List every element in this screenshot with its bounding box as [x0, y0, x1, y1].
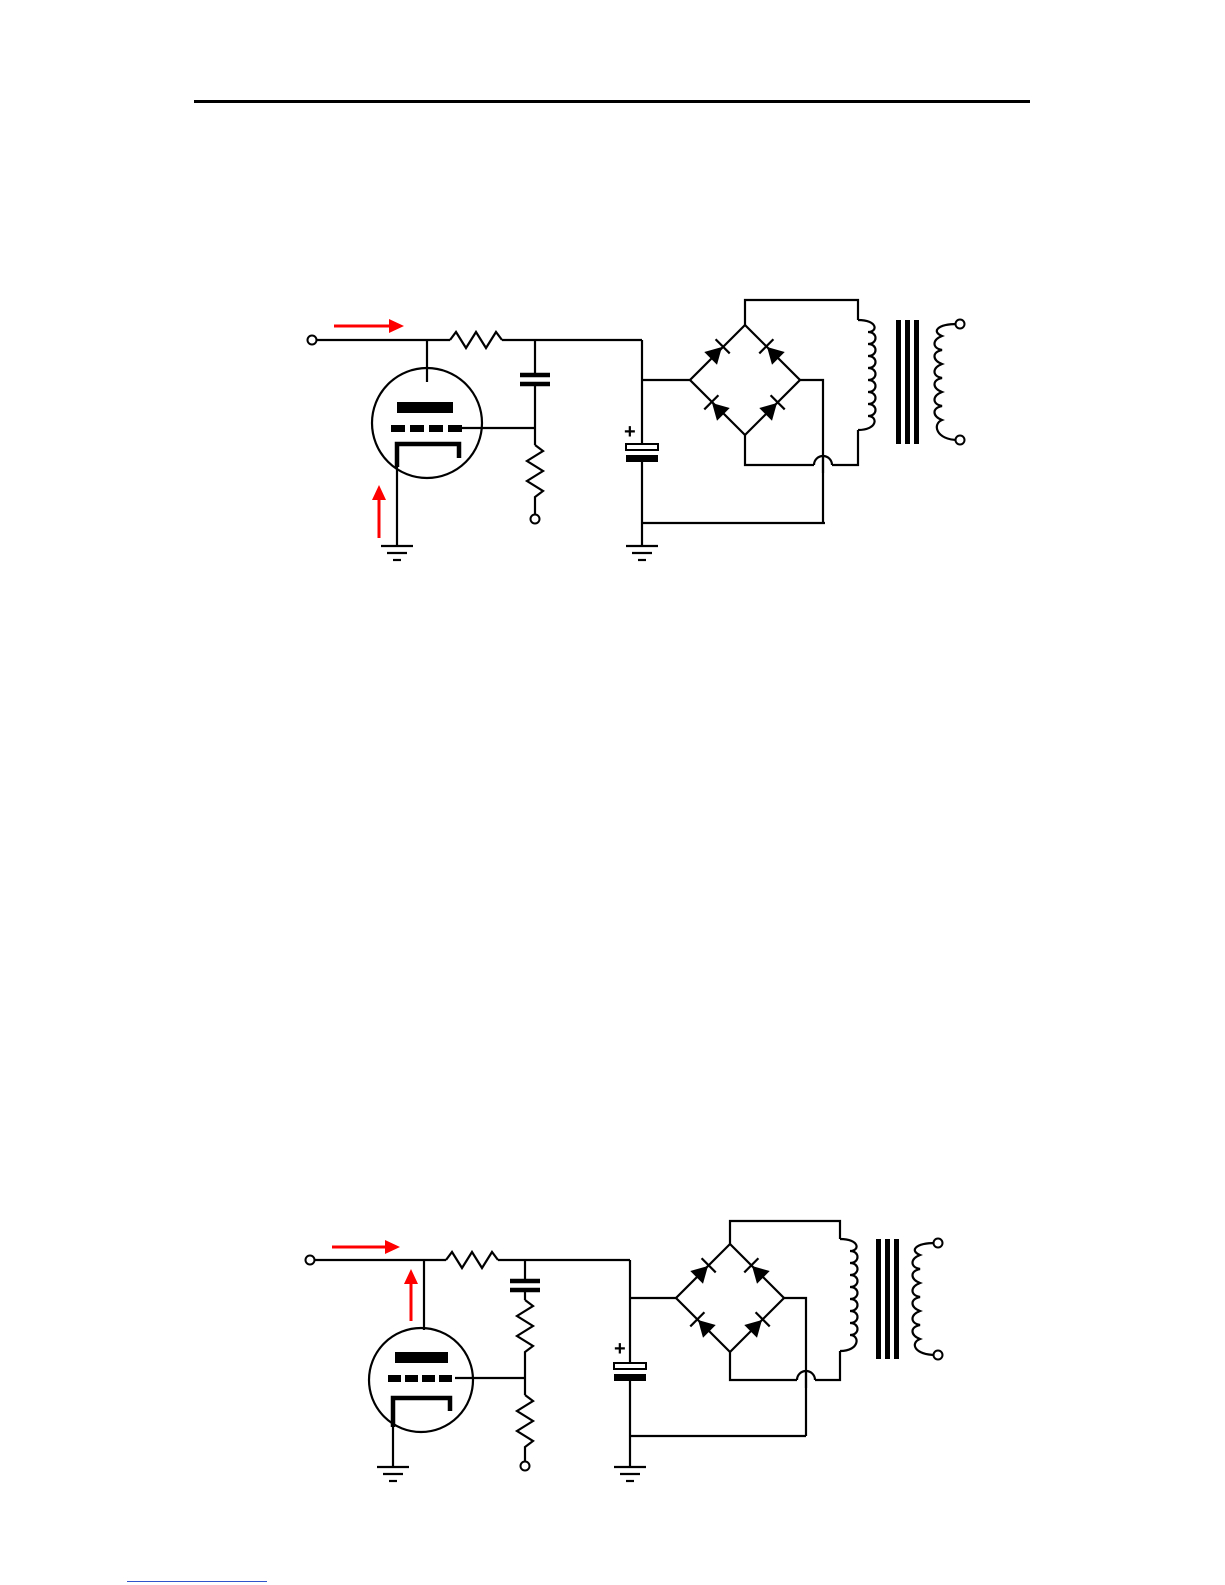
- arrow-cathode-up: [372, 485, 386, 538]
- ground-left: [377, 1467, 409, 1481]
- divider-resistor-bottom: [517, 1395, 533, 1461]
- bridge-rectifier: [690, 325, 800, 435]
- transformer: [858, 320, 965, 445]
- header-rule: [194, 100, 1030, 103]
- series-resistor: [450, 332, 502, 348]
- arrow-input-right: [332, 1240, 400, 1254]
- ground-left: [381, 546, 413, 560]
- input-terminal: [306, 1256, 315, 1265]
- arrow-plate-up: [404, 1269, 418, 1321]
- svg-text:+: +: [624, 421, 636, 443]
- ground-right: [626, 546, 658, 560]
- triode-tube: [369, 1328, 473, 1432]
- footer-link-underline: [127, 1581, 267, 1582]
- shunt-resistor: [527, 445, 543, 514]
- transformer: [840, 1239, 943, 1360]
- ground-right: [614, 1467, 646, 1481]
- coupling-capacitor: [520, 340, 550, 445]
- schematic-bottom: +: [0, 1205, 1225, 1490]
- arrow-input-right: [334, 319, 404, 333]
- coupling-capacitor: [510, 1260, 540, 1300]
- triode-tube: [372, 368, 482, 478]
- input-terminal: [308, 336, 317, 345]
- schematic-top: +: [0, 280, 1225, 580]
- divider-resistor-top: [517, 1300, 533, 1395]
- svg-text:+: +: [614, 1338, 626, 1360]
- bridge-rectifier: [676, 1244, 784, 1352]
- series-resistor: [446, 1252, 498, 1268]
